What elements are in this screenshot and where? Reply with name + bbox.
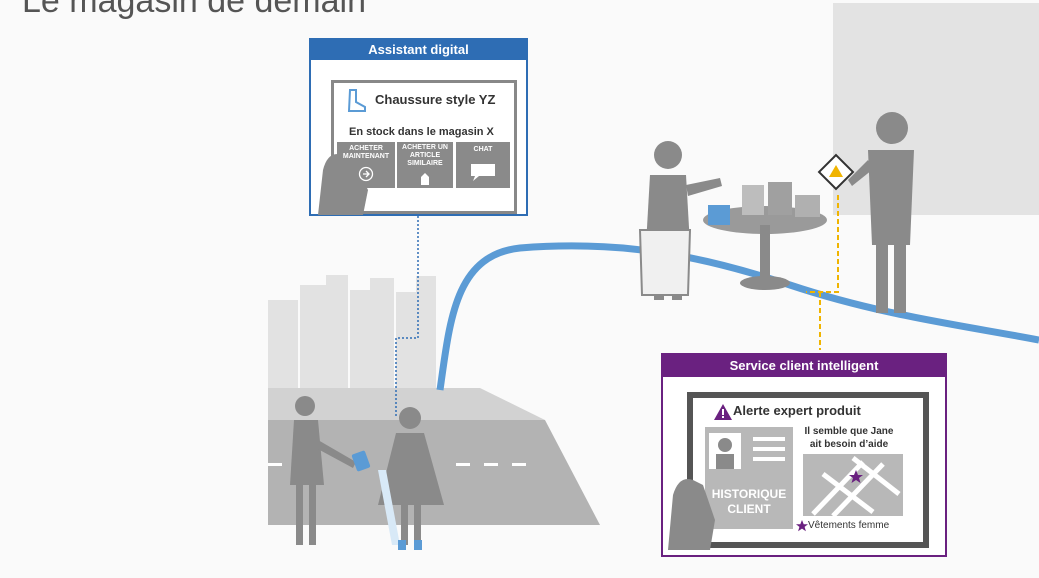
page-title: Le magasin de demain: [22, 0, 367, 20]
star-icon: [796, 520, 808, 532]
service-header: Service client intelligent: [663, 355, 945, 377]
shoe-tag-icon: [421, 173, 429, 185]
shoe-icon: [398, 540, 406, 550]
shoe-icon: [414, 540, 422, 550]
map-label: Vêtements femme: [808, 520, 890, 531]
customer-history-card[interactable]: HISTORIQUE CLIENT: [705, 427, 793, 529]
avatar: [709, 433, 741, 469]
store-expert-figure: [848, 112, 914, 313]
history-label-line2: CLIENT: [727, 502, 771, 516]
star-icon: [849, 470, 863, 483]
coat-on-hanger: [638, 229, 692, 296]
message-line2: ait besoin d’aide: [809, 439, 889, 450]
hand-icon: [668, 479, 715, 550]
arrow-circle-icon: [358, 166, 374, 182]
store-wall: [833, 3, 1039, 215]
light-beam: [378, 470, 400, 545]
stock-status: En stock dans le magasin X: [349, 126, 494, 138]
city-skyline: [268, 275, 436, 390]
shopper-figure-right: [378, 407, 444, 545]
buy-similar-button[interactable]: ACHETER UN ARTICLE SIMILAIRE: [397, 142, 453, 188]
store-map-icon[interactable]: [803, 454, 903, 516]
service-client-panel: Service client intelligent Alerte expert…: [661, 353, 947, 557]
person-icon: [716, 438, 734, 469]
product-name: Chaussure style YZ: [375, 92, 496, 107]
boot-icon: [347, 89, 366, 112]
assistant-digital-panel: Assistant digital Chaussure style YZ En …: [309, 38, 528, 216]
buy-now-button[interactable]: ACHETER MAINTENANT: [337, 142, 395, 188]
warning-icon: [714, 404, 732, 420]
tablet-alert-icon: [817, 153, 855, 191]
chat-button[interactable]: CHAT: [456, 142, 510, 188]
alert-title: Alerte expert produit: [733, 403, 861, 418]
message-line1: Il semble que Jane: [804, 426, 894, 437]
phone-icon: [351, 450, 371, 472]
history-label-line1: HISTORIQUE: [711, 487, 787, 501]
chat-bubble-icon: [471, 164, 495, 181]
assistant-connector: [395, 216, 419, 418]
shoe-display-table: [703, 182, 827, 290]
service-connector: [806, 195, 839, 350]
shopper-figure-left: [290, 396, 356, 545]
assistant-header: Assistant digital: [311, 40, 526, 60]
